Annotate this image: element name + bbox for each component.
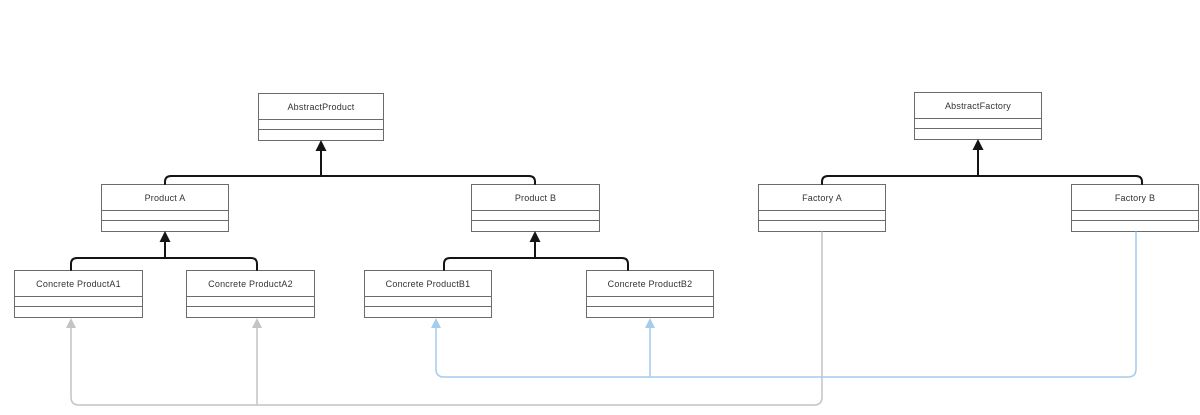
arrowhead-into-product-a (159, 231, 171, 242)
edge-factory-b-to-concrete-product-b1 (435, 231, 1137, 378)
attributes-compartment (472, 211, 599, 221)
dependency-arrowheads-factory-b (431, 318, 655, 328)
edge-products-to-abstract-product-trunk (164, 175, 536, 185)
attributes-compartment (365, 297, 491, 307)
arrowhead-into-concrete-product-b2 (645, 318, 655, 328)
class-box-product-b: Product B (471, 184, 600, 232)
arrowhead-into-abstract-factory (972, 139, 984, 150)
class-name: Concrete ProductB2 (587, 271, 713, 297)
inheritance-lines (70, 148, 1143, 271)
methods-compartment (1072, 221, 1198, 231)
class-box-factory-b: Factory B (1071, 184, 1199, 232)
methods-compartment (259, 130, 383, 140)
class-name: Concrete ProductA2 (187, 271, 314, 297)
methods-compartment (915, 129, 1041, 139)
class-box-concrete-product-a1: Concrete ProductA1 (14, 270, 143, 318)
class-name: Factory B (1072, 185, 1198, 211)
class-box-abstract-factory: AbstractFactory (914, 92, 1042, 140)
methods-compartment (365, 307, 491, 317)
class-name: AbstractFactory (915, 93, 1041, 119)
class-box-product-a: Product A (101, 184, 229, 232)
edge-factory-a-to-concrete-product-a1 (70, 231, 823, 406)
class-box-concrete-product-b2: Concrete ProductB2 (586, 270, 714, 318)
attributes-compartment (587, 297, 713, 307)
attributes-compartment (259, 120, 383, 130)
class-name: AbstractProduct (259, 94, 383, 120)
edge-concrete-b-to-product-b-trunk (443, 257, 629, 271)
arrowhead-into-abstract-product (315, 140, 327, 151)
attributes-compartment (15, 297, 142, 307)
arrowhead-into-product-b (529, 231, 541, 242)
methods-compartment (102, 221, 228, 231)
attributes-compartment (102, 211, 228, 221)
methods-compartment (15, 307, 142, 317)
methods-compartment (472, 221, 599, 231)
methods-compartment (587, 307, 713, 317)
attributes-compartment (187, 297, 314, 307)
class-name: Product A (102, 185, 228, 211)
class-box-concrete-product-b1: Concrete ProductB1 (364, 270, 492, 318)
class-name: Factory A (759, 185, 885, 211)
dependency-lines-factory-a (70, 231, 823, 406)
attributes-compartment (1072, 211, 1198, 221)
class-box-abstract-product: AbstractProduct (258, 93, 384, 141)
class-name: Product B (472, 185, 599, 211)
methods-compartment (187, 307, 314, 317)
dependency-arrowheads-factory-a (66, 318, 262, 328)
dependency-lines-factory-b (435, 231, 1137, 378)
attributes-compartment (915, 119, 1041, 129)
methods-compartment (759, 221, 885, 231)
attributes-compartment (759, 211, 885, 221)
arrowhead-into-concrete-product-a1 (66, 318, 76, 328)
class-box-factory-a: Factory A (758, 184, 886, 232)
arrowhead-into-concrete-product-b1 (431, 318, 441, 328)
arrowhead-into-concrete-product-a2 (252, 318, 262, 328)
class-name: Concrete ProductA1 (15, 271, 142, 297)
edge-factories-to-abstract-factory-trunk (821, 175, 1143, 185)
class-box-concrete-product-a2: Concrete ProductA2 (186, 270, 315, 318)
class-name: Concrete ProductB1 (365, 271, 491, 297)
edge-concrete-a-to-product-a-trunk (70, 257, 258, 271)
